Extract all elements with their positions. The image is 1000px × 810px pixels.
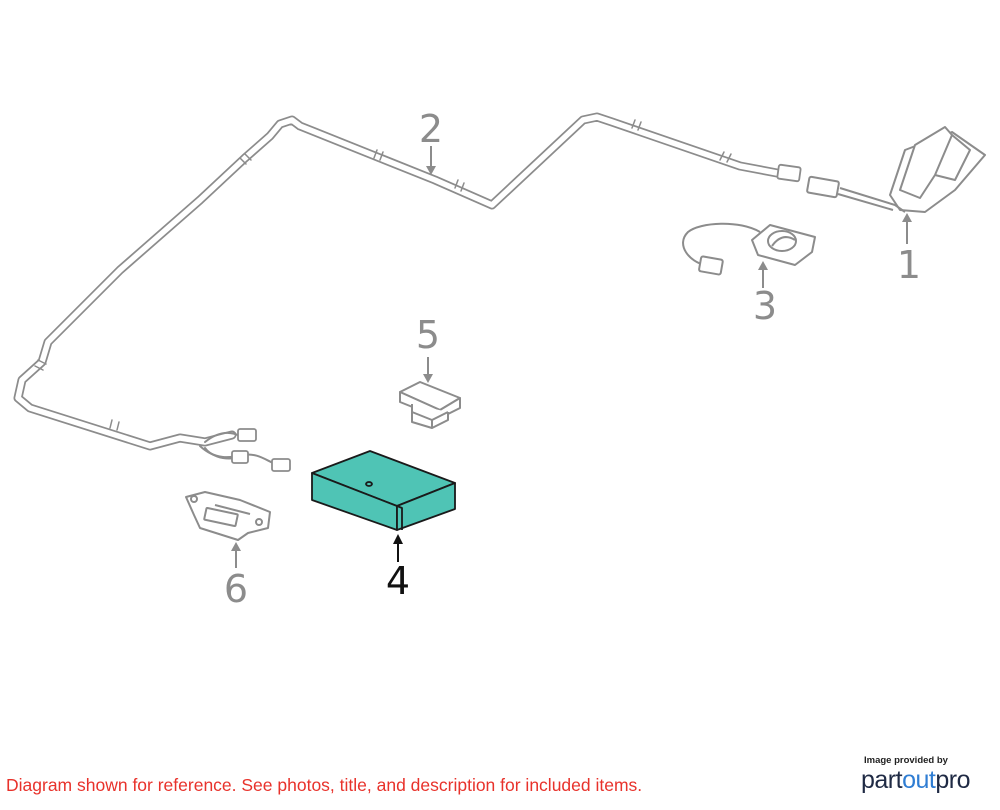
brand-pro: pro	[935, 766, 970, 794]
harness-plug-2	[231, 450, 249, 464]
part-3-gps-antenna	[682, 222, 816, 276]
callout-2: 2	[418, 107, 444, 151]
part-6-bracket	[185, 491, 271, 541]
bracket-hole-1	[190, 495, 198, 503]
arrowhead-3	[758, 261, 768, 270]
gps-plug	[698, 255, 724, 276]
arrowhead-6	[231, 542, 241, 551]
bracket-slot	[203, 506, 239, 528]
callout-5: 5	[415, 313, 441, 357]
gps-dome-shade	[771, 236, 796, 247]
harness-plug-3	[271, 458, 291, 472]
arrowhead-1	[902, 213, 912, 222]
module-hole	[365, 481, 373, 487]
arrowhead-4	[393, 534, 403, 544]
gps-dome	[767, 230, 797, 252]
part-2-antenna-cable	[13, 112, 802, 472]
module-side	[396, 482, 456, 531]
module-bevel	[396, 505, 403, 530]
clip-foot-edge	[411, 411, 449, 428]
gps-lead	[682, 222, 761, 266]
harness-plug-1	[237, 428, 257, 442]
image-credit-caption: Image provided by	[864, 755, 948, 766]
callout-4[interactable]: 4	[385, 559, 411, 603]
callout-3: 3	[752, 284, 778, 328]
callout-1: 1	[896, 243, 922, 287]
partoutpro-logo[interactable]: partoutpro	[861, 766, 970, 795]
cable-clips	[34, 119, 732, 431]
brand-out: out	[902, 766, 936, 794]
disclaimer-text: Diagram shown for reference. See photos,…	[6, 775, 643, 795]
antenna-lead-2	[837, 193, 894, 211]
cable-core	[15, 114, 796, 449]
cable-connector-right	[776, 163, 802, 183]
arrowhead-2	[426, 166, 436, 175]
antenna-fin-side	[934, 134, 971, 181]
antenna-lead	[839, 187, 906, 213]
part-5-clip	[399, 381, 461, 429]
brand-part: part	[861, 766, 903, 794]
part-1-roof-antenna	[806, 126, 986, 213]
arrowhead-5	[423, 374, 433, 383]
bracket-hole-2	[255, 518, 263, 526]
part-4-control-module[interactable]	[311, 450, 456, 531]
callout-6: 6	[223, 567, 249, 611]
antenna-plug	[806, 175, 840, 199]
bracket-rib	[214, 504, 251, 515]
